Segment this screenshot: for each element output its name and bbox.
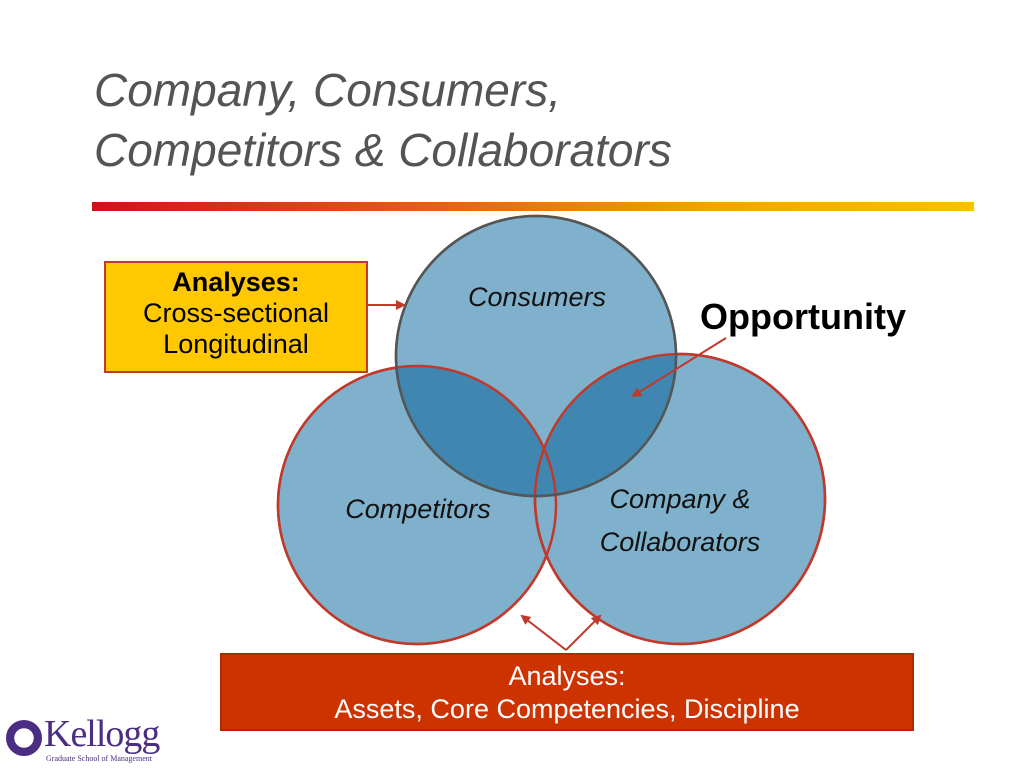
consumer-overlap-regions <box>396 354 676 496</box>
consumers-circle-outline <box>394 214 678 498</box>
company-label-line-2: Collaborators <box>600 527 761 557</box>
consumers-company-overlap <box>535 354 676 496</box>
analyses-cross-sectional-box: Analyses: Cross-sectional Longitudinal <box>104 261 368 373</box>
logo-subtitle: Graduate School of Management <box>46 754 152 763</box>
opportunity-label: Opportunity <box>700 296 906 337</box>
analyses-box-heading: Analyses: <box>172 267 300 297</box>
bottom-arrow-right <box>565 614 602 651</box>
kellogg-logo: Kellogg Graduate School of Management <box>6 713 176 766</box>
analyses-box-line-2: Longitudinal <box>163 329 309 359</box>
bottom-arrow-left <box>520 614 567 651</box>
company-circle-outline <box>533 352 827 646</box>
company-label-line-1: Company & <box>609 484 750 514</box>
bottom-box-line-2: Assets, Core Competencies, Discipline <box>334 694 800 724</box>
university-seal-icon <box>6 720 42 756</box>
competitors-circle-outline <box>276 364 558 646</box>
slide-title: Company, Consumers, Competitors & Collab… <box>94 60 974 180</box>
title-underline-rule <box>92 202 974 211</box>
slide-title-line-1: Company, Consumers, <box>94 64 561 116</box>
opportunity-arrow <box>631 337 727 398</box>
analyses-assets-box: Analyses: Assets, Core Competencies, Dis… <box>220 653 914 731</box>
competitors-label: Competitors <box>345 494 491 524</box>
analyses-box-line-1: Cross-sectional <box>142 298 330 328</box>
consumers-label: Consumers <box>468 282 606 312</box>
consumers-competitors-overlap <box>396 366 556 496</box>
slide-title-line-2: Competitors & Collaborators <box>94 124 672 176</box>
bottom-box-line-1: Analyses: <box>508 661 626 691</box>
logo-wordmark: Kellogg <box>44 713 160 755</box>
